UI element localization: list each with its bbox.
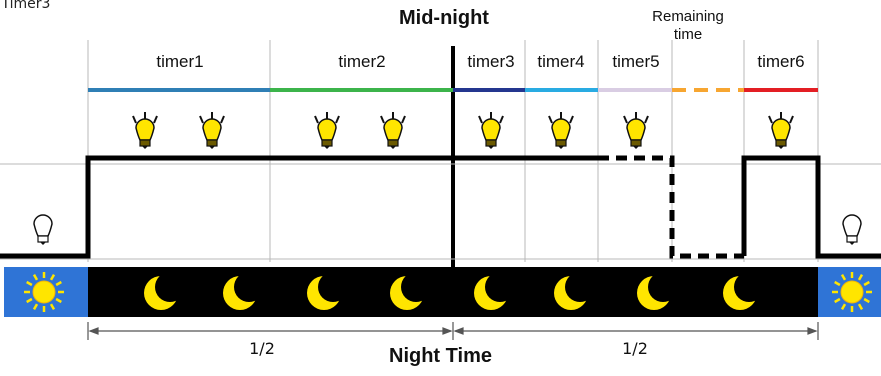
corner-caption: - Timer3 — [0, 0, 51, 12]
timer1-label: timer1 — [156, 52, 204, 71]
timer6-label: timer6 — [757, 52, 805, 71]
remaining-dashed-line — [598, 155, 744, 259]
moon-icon — [223, 272, 264, 310]
moon-icon — [144, 272, 185, 310]
lightbulb-icon — [623, 112, 649, 149]
night-time-label: Night Time — [389, 345, 492, 367]
lightbulb-icon — [478, 112, 504, 149]
remaining-label-line2: time — [673, 26, 703, 43]
moon-icon — [390, 272, 431, 310]
light-state-line — [0, 155, 881, 259]
timer3-label: timer3 — [467, 52, 515, 71]
lightbulb-icon — [132, 112, 158, 149]
moon-icon — [307, 272, 348, 310]
lightbulb-icon — [380, 112, 406, 149]
moon-icon — [474, 272, 515, 310]
half-arrows — [87, 322, 819, 340]
sun-icon — [24, 272, 64, 312]
remaining-time-label: Remaining time — [652, 8, 724, 44]
timer4-label: timer4 — [537, 52, 585, 71]
remaining-label-line1: Remaining — [652, 8, 724, 25]
reference-lines — [0, 163, 881, 260]
half-left-label: 1/2 — [249, 339, 275, 358]
lightbulb-off-icon — [33, 214, 53, 245]
lightbulb-icon — [768, 112, 794, 149]
midnight-label: Mid-night — [399, 7, 489, 29]
lightbulb-icon — [548, 112, 574, 149]
half-right-label: 1/2 — [622, 339, 648, 358]
moon-icon — [554, 272, 595, 310]
lightbulb-icon — [199, 112, 225, 149]
lightbulb-off-icon — [842, 214, 862, 245]
column-dividers — [87, 40, 819, 262]
moon-icon — [637, 272, 678, 310]
sun-icon — [832, 272, 872, 312]
timer5-label: timer5 — [612, 52, 660, 71]
night-bar — [88, 267, 818, 317]
lightbulb-icon — [314, 112, 340, 149]
moon-icon — [723, 272, 764, 310]
timer2-label: timer2 — [338, 52, 386, 71]
